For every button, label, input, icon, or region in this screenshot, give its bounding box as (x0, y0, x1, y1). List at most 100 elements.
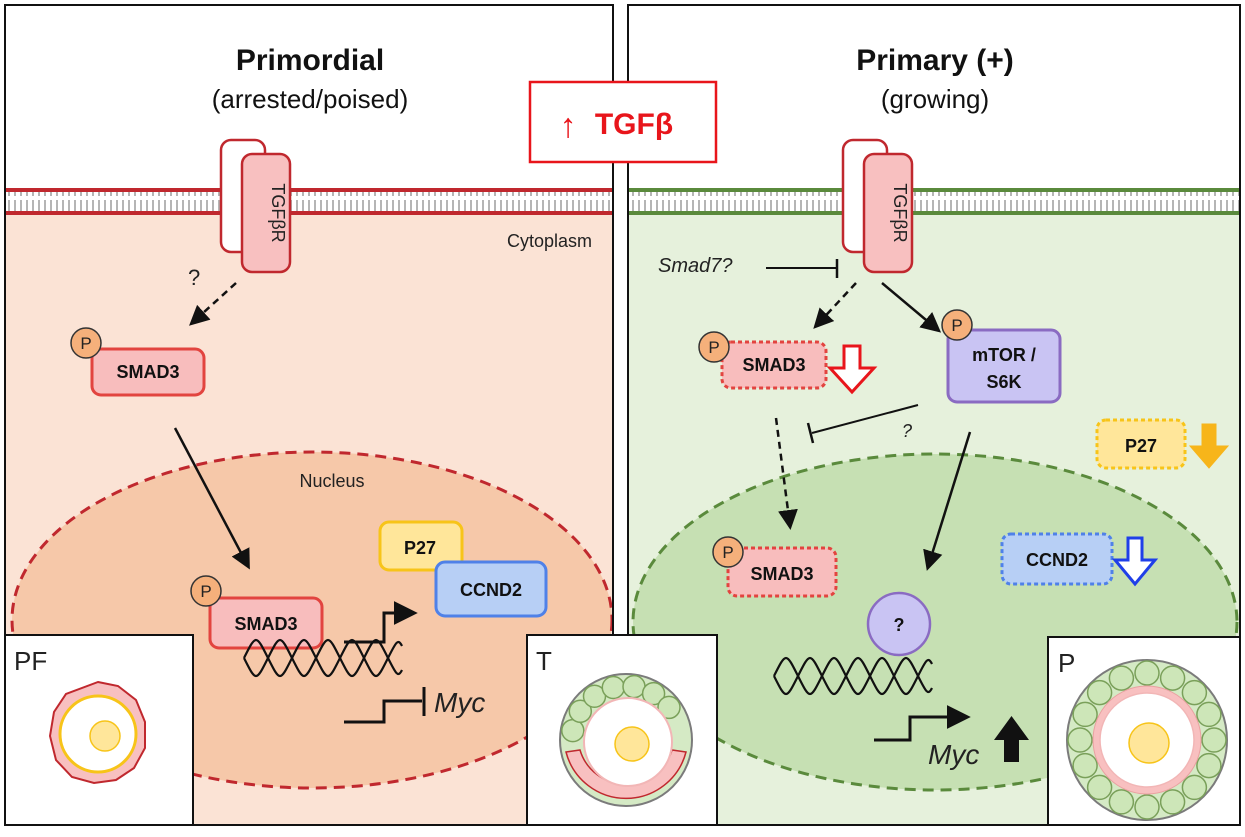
granulosa-cell (1196, 701, 1222, 728)
mtor-nuclear-arrow (923, 431, 972, 571)
left-nuclear-arrow (173, 427, 250, 570)
left-phospho-cyto (70, 327, 102, 359)
left-receptor-front (240, 152, 292, 274)
pf-inset-label: PF (14, 646, 47, 676)
left-receptor-label: TGFβR (268, 183, 288, 242)
right-myc-label: Myc (928, 739, 979, 770)
ccnd2-down-arrow-icon (1111, 536, 1159, 587)
left-smad3-cyto-label: SMAD3 (116, 362, 179, 382)
inset-primary-follicle: P (1047, 636, 1241, 826)
mtor-line2: S6K (986, 372, 1021, 392)
p-inset-label: P (1058, 648, 1075, 678)
left-ccnd2-label: CCND2 (460, 580, 522, 600)
mtor-phospho (941, 309, 973, 341)
granulosa-cell (1134, 794, 1160, 820)
right-phospho-nuc (712, 536, 744, 568)
left-smad3-cytoplasm: SMAD3 P (70, 327, 206, 397)
mtor-inhibit-question: ? (902, 421, 912, 441)
unknown-factor-circle (866, 591, 932, 657)
inset-transitional-follicle: T (526, 634, 718, 826)
granulosa-cell (1086, 679, 1113, 706)
right-receptor-label: TGFβR (890, 183, 910, 242)
right-smad3-cyto-label: SMAD3 (742, 355, 805, 375)
mtor-phospho-label: P (951, 316, 962, 335)
left-panel-border (4, 4, 614, 826)
left-phospho-nuc-label: P (200, 582, 211, 601)
granulosa-cell (1108, 789, 1135, 815)
granulosa-cell (1159, 665, 1186, 691)
right-panel: Primary (+) (growing) TGFβR Smad7? SMAD3… (627, 4, 1241, 826)
left-myc-repression-line (344, 699, 422, 724)
left-title: Primordial (236, 44, 384, 77)
right-subtitle: (growing) (881, 84, 989, 114)
granulosa-cell (622, 674, 646, 699)
right-smad3-nucleus: SMAD3 P (712, 536, 838, 598)
left-subtitle: (arrested/poised) (212, 84, 409, 114)
smad3-down-arrow-icon (826, 344, 878, 395)
granulosa-cell (1134, 660, 1160, 686)
left-smad3-nuc-box (208, 596, 324, 650)
p-nucleus (1128, 722, 1170, 764)
right-smad3-cyto-box (720, 340, 828, 390)
t-inset-label: T (536, 646, 552, 676)
mtor-inhibit-bar (806, 422, 815, 444)
tgfb-signal: ↑ TGFβ (528, 80, 718, 164)
left-p27-ccnd2-complex: P27 CCND2 (378, 520, 548, 618)
right-phospho-nuc-label: P (722, 543, 733, 562)
right-receptor-front (862, 152, 914, 274)
granulosa-cell (1159, 789, 1186, 815)
right-dna-helix (773, 656, 933, 696)
right-arrow-mtor (881, 282, 942, 333)
granulosa-cell (1181, 774, 1208, 801)
right-myc-activation-arrow (874, 705, 971, 742)
left-dashed-arrow (189, 282, 237, 326)
pf-nucleus (89, 720, 121, 752)
granulosa-cell (1181, 679, 1208, 706)
right-smad3-nuc-box (726, 546, 838, 598)
mtor-s6k: mTOR / S6K P (941, 309, 1062, 404)
right-membrane-hatch (628, 189, 1240, 214)
unknown-factor-label: ? (894, 615, 905, 635)
granulosa-cell (1086, 774, 1113, 801)
granulosa-cell (657, 695, 681, 720)
granulosa-cell (641, 681, 666, 706)
right-ccnd2-label: CCND2 (1026, 550, 1088, 570)
right-ccnd2-box (1000, 532, 1114, 586)
granulosa-cell (1067, 727, 1093, 753)
right-phospho-cyto-label: P (708, 338, 719, 357)
granulosa-cell (601, 675, 626, 700)
granulosa-cell (1072, 701, 1098, 728)
left-smad3-cyto-box (90, 347, 206, 397)
left-question-mark: ? (188, 265, 200, 290)
right-smad3-cytoplasm: SMAD3 P (698, 331, 828, 390)
right-phospho-cyto (698, 331, 730, 363)
myc-up-arrow-icon (994, 716, 1029, 762)
left-myc-label: Myc (434, 687, 485, 718)
left-p27-label: P27 (404, 538, 436, 558)
left-ccnd2-box (434, 560, 548, 618)
left-panel: Primordial (arrested/poised) Cytoplasm N… (4, 4, 614, 826)
t-granulosa-cells (561, 674, 681, 743)
left-dna-helix (243, 638, 403, 678)
left-smad3-nuc-label: SMAD3 (234, 614, 297, 634)
left-phospho-cyto-label: P (80, 334, 91, 353)
granulosa-cell (1196, 752, 1222, 779)
right-title: Primary (+) (856, 44, 1014, 77)
left-gene-activation-arrow (344, 601, 418, 644)
tgfb-up-arrow-icon: ↑ (560, 107, 577, 145)
p27-down-arrow-icon (1188, 423, 1230, 469)
nucleus-label: Nucleus (299, 471, 364, 491)
mtor-inhibit-line (811, 404, 919, 434)
granulosa-cell (1072, 752, 1098, 779)
right-receptor: TGFβR (841, 138, 914, 274)
tgfb-box (528, 80, 718, 164)
right-dashed-nuclear-arrow (774, 417, 798, 530)
left-phospho-nuc (190, 575, 222, 607)
tgfb-label: TGFβ (595, 108, 673, 141)
right-p27: P27 (1095, 418, 1230, 470)
mtor-box (946, 328, 1062, 404)
left-smad3-nucleus: SMAD3 P (190, 575, 324, 650)
mtor-line1: mTOR / (972, 345, 1036, 365)
t-nucleus (614, 726, 650, 762)
